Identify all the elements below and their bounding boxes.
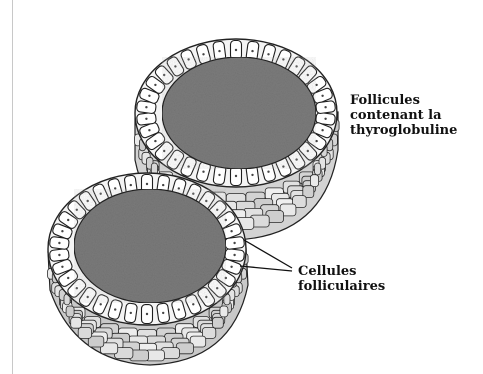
lower-ring-cell-nucleus — [114, 187, 116, 189]
follicles-label-line-3: thyroglobuline — [350, 123, 457, 138]
upper-ring-cell-nucleus — [202, 171, 204, 173]
lower-ring-cell-nucleus — [162, 312, 164, 314]
lower-ring-cell-nucleus — [100, 193, 102, 195]
upper-ring-cell-nucleus — [324, 106, 326, 108]
upper-ring-cell-nucleus — [295, 158, 297, 160]
upper-ring-cell-nucleus — [315, 84, 317, 86]
lower-follicle-colloid — [74, 189, 226, 303]
upper-ring-cell-nucleus — [154, 140, 156, 142]
pointer-line-upper — [244, 240, 292, 268]
lower-ring-cell-nucleus — [61, 230, 63, 232]
lower-ring-cell-nucleus — [100, 303, 102, 305]
upper-ring-cell-nucleus — [148, 95, 150, 97]
upper-ring-cell-nucleus — [267, 53, 269, 55]
upper-ring-cell-nucleus — [187, 165, 189, 167]
upper-ring-cell-nucleus — [235, 175, 237, 177]
upper-follicle-colloid — [162, 57, 316, 169]
lower-wall-cell — [213, 317, 224, 328]
lower-ring-cell-nucleus — [225, 219, 227, 221]
upper-ring-cell-nucleus — [307, 74, 309, 76]
lower-wall-cell — [66, 306, 74, 317]
lower-ring-cell-nucleus — [216, 209, 218, 211]
lower-ring-cell-nucleus — [233, 254, 235, 256]
upper-ring-cell-nucleus — [174, 65, 176, 67]
upper-ring-cell-nucleus — [202, 53, 204, 55]
cells-label-line-1: Cellules — [298, 264, 385, 279]
upper-ring-cell-nucleus — [251, 174, 253, 176]
lower-ring-cell-nucleus — [76, 287, 78, 289]
cells-label-line-2: folliculaires — [298, 279, 385, 294]
lower-ring-cell-nucleus — [205, 296, 207, 298]
lower-ring-cell-nucleus — [67, 277, 69, 279]
upper-ring-cell-nucleus — [324, 118, 326, 120]
upper-ring-cell-nucleus — [295, 65, 297, 67]
upper-ring-cell-nucleus — [218, 174, 220, 176]
upper-ring-cell-nucleus — [315, 140, 317, 142]
lower-ring-cell-nucleus — [87, 200, 89, 202]
upper-ring-cell-nucleus — [163, 74, 165, 76]
upper-ring-cell-nucleus — [148, 129, 150, 131]
upper-ring-cell-nucleus — [145, 106, 147, 108]
lower-ring-cell-nucleus — [192, 193, 194, 195]
lower-ring-cell-nucleus — [76, 209, 78, 211]
lower-ring-cell-nucleus — [233, 242, 235, 244]
lower-ring-cell-nucleus — [192, 303, 194, 305]
upper-ring-cell-nucleus — [174, 158, 176, 160]
upper-ring-cell-nucleus — [282, 165, 284, 167]
upper-ring-cell-nucleus — [282, 58, 284, 60]
lower-ring-cell-nucleus — [178, 308, 180, 310]
follicles-label-line-1: Follicules — [350, 93, 457, 108]
upper-ring-cell-nucleus — [267, 171, 269, 173]
upper-ring-cell-nucleus — [307, 150, 309, 152]
lower-ring-cell-nucleus — [146, 313, 148, 315]
upper-ring-cell-nucleus — [154, 84, 156, 86]
lower-follicle — [48, 173, 249, 365]
upper-ring-cell-nucleus — [218, 50, 220, 52]
upper-ring-cell-nucleus — [187, 58, 189, 60]
upper-ring-cell-nucleus — [145, 118, 147, 120]
follicles-label: Follicules contenant la thyroglobuline — [350, 93, 457, 138]
lower-ring-cell-nucleus — [58, 242, 60, 244]
lower-ring-cell-nucleus — [130, 312, 132, 314]
follicles-label-line-2: contenant la — [350, 108, 457, 123]
lower-ring-cell-nucleus — [146, 183, 148, 185]
upper-wall-cell — [310, 175, 318, 187]
lower-wall-cell — [71, 317, 82, 328]
lower-ring-cell-nucleus — [114, 308, 116, 310]
upper-ring-cell-nucleus — [251, 50, 253, 52]
lower-ring-cell-nucleus — [230, 230, 232, 232]
upper-ring-cell-nucleus — [321, 95, 323, 97]
upper-ring-cell-nucleus — [321, 129, 323, 131]
lower-wall-cell — [78, 328, 91, 339]
lower-ring-cell-nucleus — [67, 219, 69, 221]
lower-ring-cell-nucleus — [61, 266, 63, 268]
lower-ring-cell-nucleus — [87, 296, 89, 298]
lower-ring-cell-nucleus — [58, 254, 60, 256]
upper-ring-cell-nucleus — [235, 49, 237, 51]
upper-wall-cell — [315, 163, 321, 175]
upper-ring-cell-nucleus — [163, 150, 165, 152]
lower-ring-cell-nucleus — [130, 184, 132, 186]
lower-ring-cell-nucleus — [205, 200, 207, 202]
lower-ring-cell-nucleus — [178, 187, 180, 189]
follicular-cells-label: Cellules folliculaires — [298, 264, 385, 294]
lower-wall-cell — [220, 306, 228, 317]
lower-ring-cell-nucleus — [225, 277, 227, 279]
lower-ring-cell-nucleus — [230, 266, 232, 268]
lower-ring-cell-nucleus — [216, 287, 218, 289]
lower-ring-cell-nucleus — [162, 184, 164, 186]
